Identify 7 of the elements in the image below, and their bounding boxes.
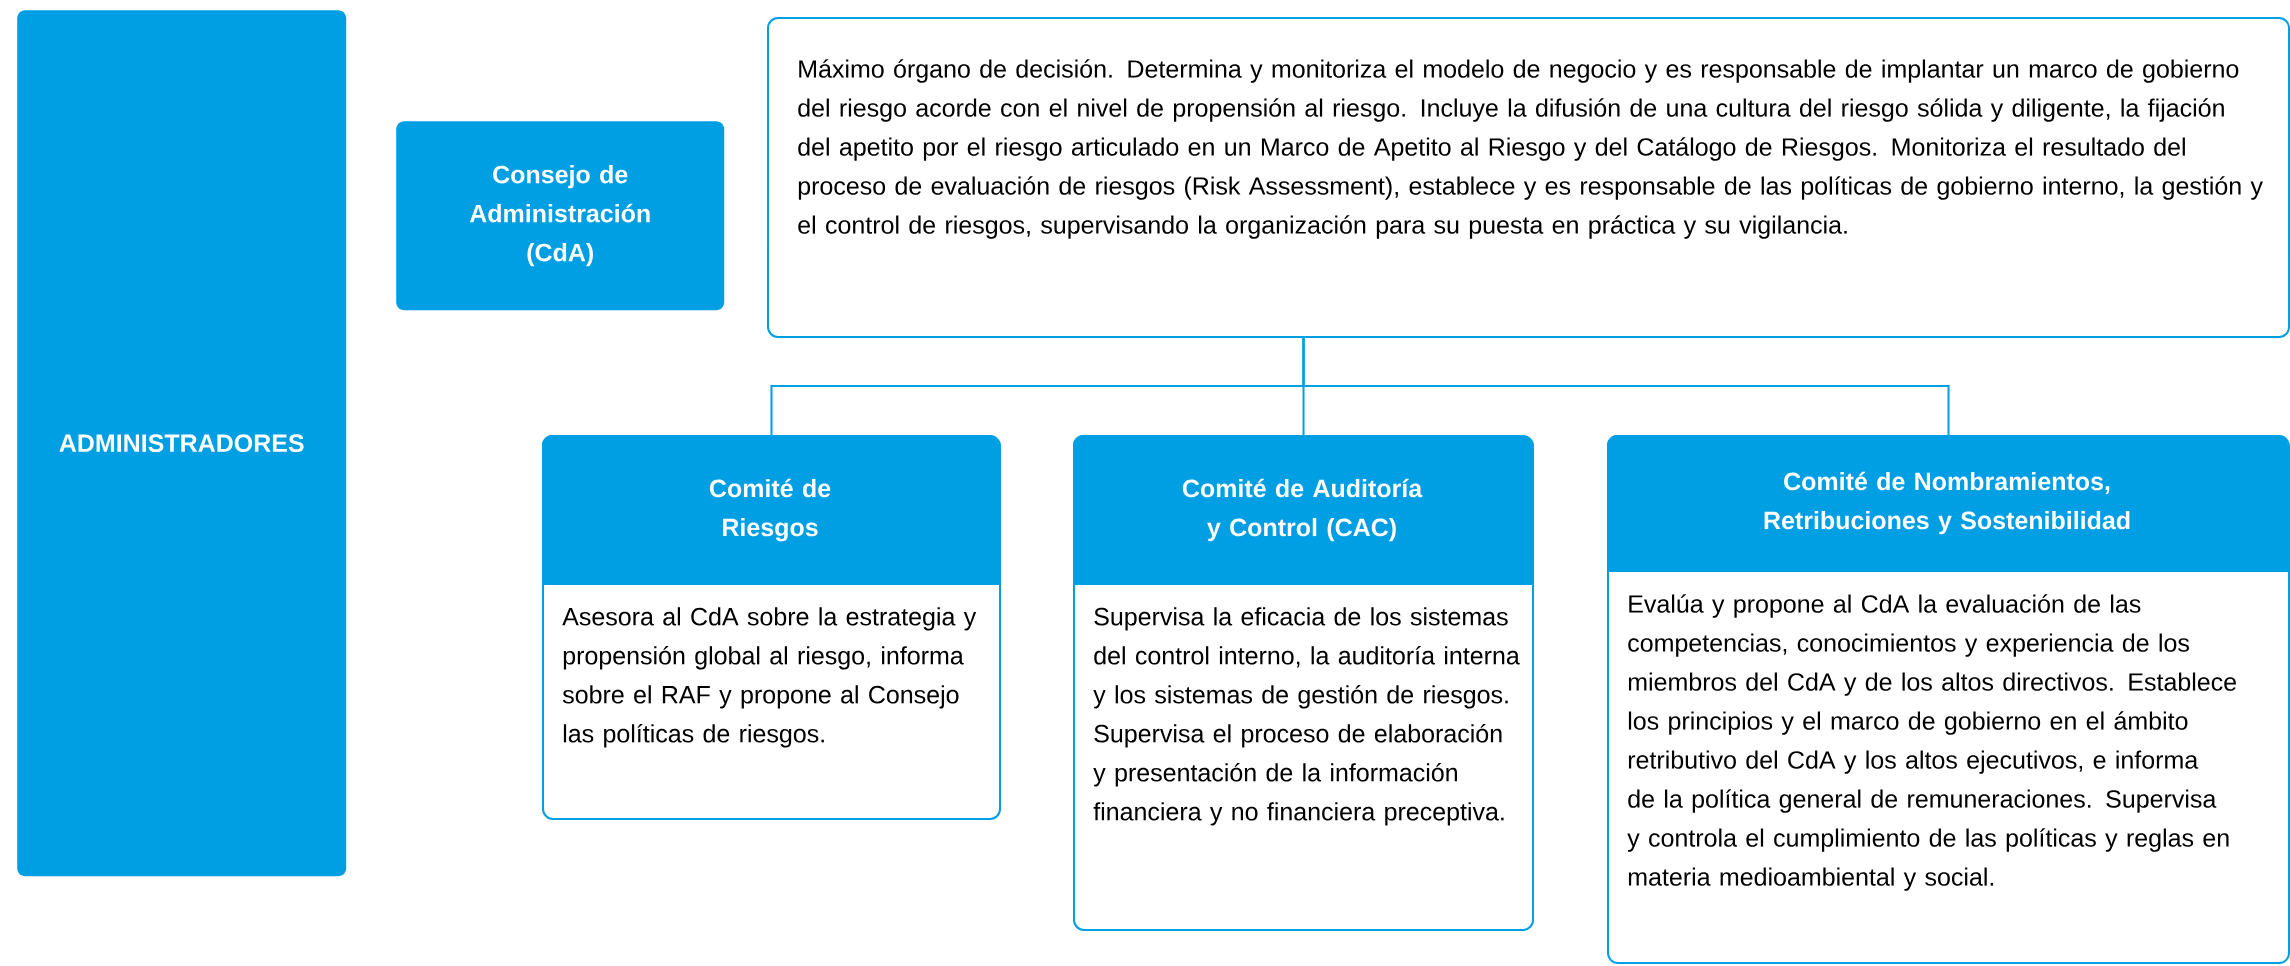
- description-box: Máximo órgano de decisión. Determina y monitoriza el modelo de negocio y es responsable de implantar un marco de gobierno del riesgo acorde con el nivel de propensión al riesgo. Incluye la difusión de una cultura del riesgo sólida y diligente, la fijación del apetito por el riesgo articulado en un Marco de Apetito al Riesgo y del Catálogo de Riesgos. Monitoriza el resultado del proceso de evaluación de riesgos (Risk Assessment), establece y es responsable de las políticas de gobierno interno, la gestión y el control de riesgos, supervisando la organización para su puesta en práctica y su vigilancia.: [767, 17, 2290, 338]
- connector-line: [1302, 337, 1950, 436]
- title-box: Consejo de Administración (CdA): [396, 121, 725, 311]
- committee-box: Comité de Auditoría y Control (CAC) Supervisa la eficacia de los sistemas del control interno, la auditoría interna y los sistemas de gestión de riesgos. Supervisa el proceso de elaboración y presentación de la información financiera y no financiera preceptiva.: [1073, 435, 1534, 931]
- title-box: ADMINISTRADORES: [17, 10, 347, 877]
- committee-box: Comité de Nombramientos, Retribuciones y Sostenibilidad Evalúa y propone al CdA la evaluación de las competencias, conocimientos y experiencia de los miembros del CdA y de los altos directivos. Establece los principios y el marco de gobierno en el ámbito retributivo del CdA y los altos ejecutivos, e informa de la política general de remuneraciones. Supervisa y controla el cumplimiento de las políticas y reglas en materia medioambiental y social.: [1607, 435, 2290, 964]
- committee-box: Comité de Riesgos Asesora al CdA sobre la estrategia y propensión global al riesgo, informa sobre el RAF y propone al Consejo las políticas de riesgos.: [542, 435, 1001, 820]
